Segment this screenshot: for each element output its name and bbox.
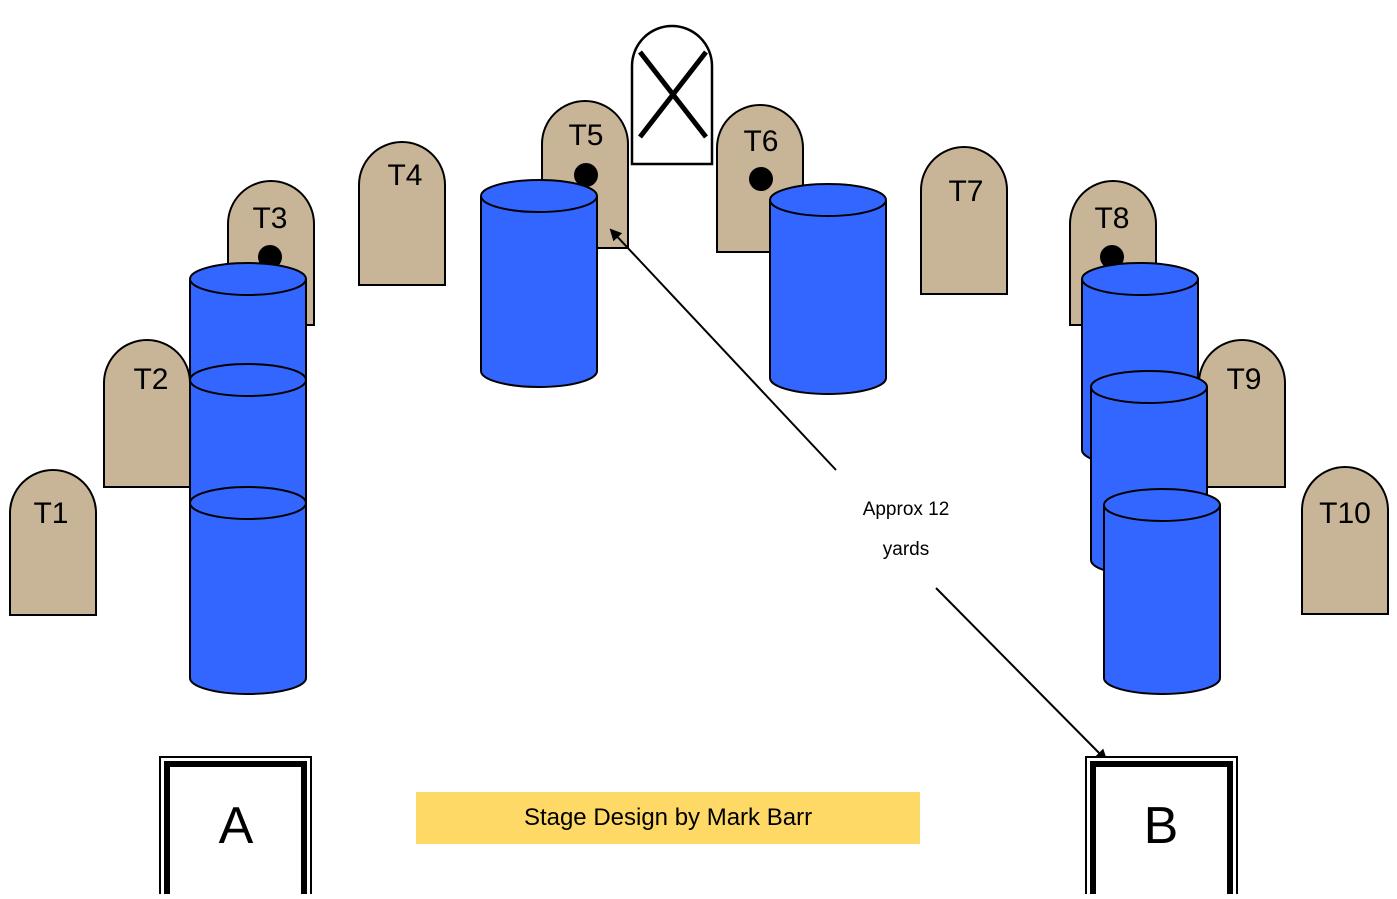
box-label-a: A [219, 797, 254, 855]
hit-dot-t5 [574, 163, 598, 187]
target-t1: T1 [9, 469, 97, 616]
target-label-t7: T7 [948, 175, 983, 208]
target-label-t6: T6 [743, 125, 778, 158]
box-label-b: B [1144, 797, 1179, 855]
shooting-box-b: B [1085, 756, 1238, 899]
target-t4: T4 [358, 141, 446, 286]
no-shoot-target [630, 24, 714, 166]
target-label-t1: T1 [33, 497, 68, 530]
distance-label-line2: yards [883, 539, 929, 560]
target-t9: T9 [1198, 339, 1286, 488]
target-label-t9: T9 [1226, 363, 1261, 396]
hit-dot-t8 [1100, 245, 1124, 269]
target-label-t10: T10 [1319, 497, 1371, 530]
barrel [480, 179, 598, 388]
credit-text: Stage Design by Mark Barr [523, 804, 813, 831]
hit-dot-t6 [749, 167, 773, 191]
target-t10: T10 [1301, 466, 1389, 615]
distance-arrow: Approx 12 yards [609, 228, 1108, 762]
target-t2: T2 [103, 339, 191, 488]
shooting-box-a: A [159, 756, 312, 899]
credit-banner: Stage Design by Mark Barr [416, 792, 920, 844]
barrel [1103, 488, 1221, 695]
barrel [769, 183, 887, 395]
target-label-t5: T5 [568, 119, 603, 152]
target-label-t4: T4 [387, 159, 422, 192]
target-t7: T7 [920, 146, 1008, 295]
target-label-t3: T3 [252, 202, 287, 235]
barrel [189, 486, 307, 695]
distance-label-line1: Approx 12 [863, 499, 950, 520]
target-label-t8: T8 [1094, 202, 1129, 235]
target-label-t2: T2 [133, 363, 168, 396]
